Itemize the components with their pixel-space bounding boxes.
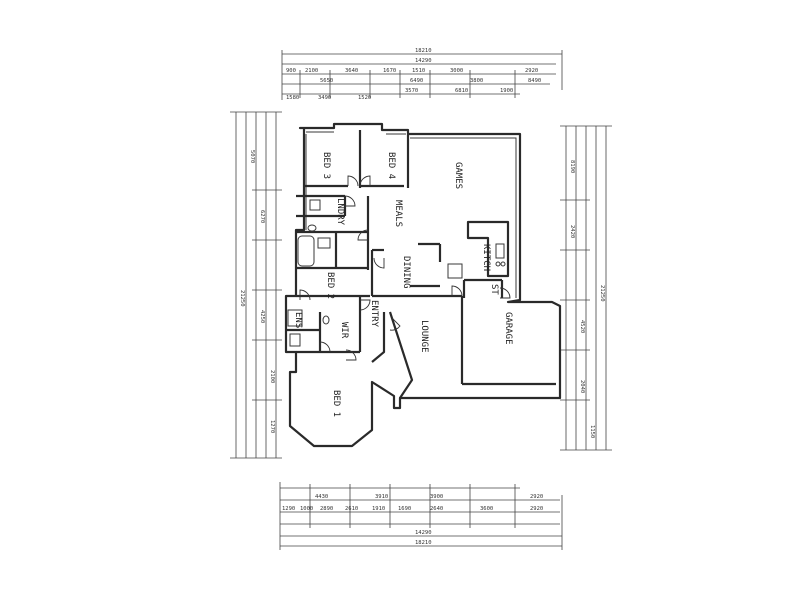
dim-top3-c: 1520 xyxy=(358,95,371,101)
dim-bot2-e: 1910 xyxy=(372,506,385,512)
room-label-ens: ENS xyxy=(293,312,303,328)
door-lndry xyxy=(299,289,311,301)
door-bed3 xyxy=(347,175,359,187)
room-label-games: GAMES xyxy=(453,162,463,189)
door-bed2 xyxy=(359,299,371,311)
dim-bot-b: 3910 xyxy=(375,494,388,500)
dim-top-b: 2100 xyxy=(305,68,318,74)
door-entry xyxy=(389,317,401,331)
top-dimension-lines: 18210 14290 900 2100 3640 1670 1510 3000… xyxy=(281,48,563,101)
dim-bot-second: 14290 xyxy=(415,530,432,536)
dim-bot2-b: 1000 xyxy=(300,506,313,512)
vanity xyxy=(289,333,301,347)
room-label-kitch: KITCH xyxy=(481,244,491,271)
toilet xyxy=(307,224,317,232)
room-label-wir: WIR xyxy=(339,322,349,339)
door-st xyxy=(499,287,511,299)
door-bed4 xyxy=(359,175,371,187)
dim-top-d: 1670 xyxy=(383,68,396,74)
room-label-bed1: BED 1 xyxy=(331,390,341,417)
fridge xyxy=(447,263,463,279)
door-ens xyxy=(319,341,331,353)
dim-right-overall: 21250 xyxy=(599,285,605,302)
dim-right-c: 4520 xyxy=(579,320,585,333)
dim-bot-a: 4430 xyxy=(315,494,328,500)
right-dimension-lines: 21250 8190 2420 4520 2040 1150 xyxy=(560,125,612,451)
room-labels: BED 3 BED 4 GAMES MEALS KITCH DINING BED… xyxy=(293,152,513,417)
left-dimension-lines: 21250 5070 6270 4250 2100 1270 xyxy=(230,111,282,459)
room-label-entry: ENTRY xyxy=(369,300,379,328)
dim-top3-f: 1900 xyxy=(500,88,513,94)
laundry-tub xyxy=(309,199,321,211)
dim-top3-a: 1580 xyxy=(286,95,299,101)
exterior-walls xyxy=(284,122,562,448)
door-bath xyxy=(357,229,369,241)
dim-top2-c: 3800 xyxy=(470,78,483,84)
door-bed1 xyxy=(345,349,357,361)
room-label-st: ST xyxy=(489,284,499,295)
dim-left-c: 4250 xyxy=(259,310,265,323)
dim-top2-a: 5650 xyxy=(320,78,333,84)
dim-top2-d: 8490 xyxy=(528,78,541,84)
fixtures xyxy=(287,199,506,347)
door-swings xyxy=(299,175,511,361)
bottom-dimension-lines: 4430 3910 3900 2920 1290 1000 2890 2610 … xyxy=(279,482,563,550)
dim-top3-d: 3570 xyxy=(405,88,418,94)
room-label-bed3: BED 3 xyxy=(321,152,331,179)
room-label-lndry: LNDRY xyxy=(335,198,345,226)
toilet xyxy=(322,315,330,325)
door-garage xyxy=(451,285,463,297)
room-label-bed2: BED 2 xyxy=(325,272,335,299)
internal-walls xyxy=(286,130,556,399)
dim-top2-b: 6490 xyxy=(410,78,423,84)
dim-right-e: 1150 xyxy=(589,425,595,438)
dim-bot-overall: 18210 xyxy=(415,540,432,546)
dim-bot2-i: 2920 xyxy=(530,506,543,512)
dim-bot2-g: 2640 xyxy=(430,506,443,512)
dim-top-overall: 18210 xyxy=(415,48,432,54)
dim-bot2-d: 2610 xyxy=(345,506,358,512)
dim-top-second: 14290 xyxy=(415,58,432,64)
stove-burner xyxy=(500,261,506,267)
room-label-bed4: BED 4 xyxy=(386,152,396,179)
dim-top-e: 1510 xyxy=(412,68,425,74)
stove-burner xyxy=(495,261,501,267)
door-dining xyxy=(373,257,385,269)
dim-bot2-f: 1690 xyxy=(398,506,411,512)
dim-left-overall: 21250 xyxy=(239,290,245,307)
dim-top3-e: 6810 xyxy=(455,88,468,94)
dim-bot2-h: 3600 xyxy=(480,506,493,512)
room-label-lounge: LOUNGE xyxy=(419,320,429,353)
dim-bot2-a: 1290 xyxy=(282,506,295,512)
dim-left-b: 6270 xyxy=(259,210,265,223)
room-label-meals: MEALS xyxy=(393,200,403,227)
dim-left-e: 1270 xyxy=(269,420,275,433)
dim-top3-b: 3490 xyxy=(318,95,331,101)
dim-left-d: 2100 xyxy=(269,370,275,383)
bathtub xyxy=(297,235,315,267)
dim-top-f: 3000 xyxy=(450,68,463,74)
dim-top-a: 900 xyxy=(286,68,296,74)
dim-right-a: 8190 xyxy=(569,160,575,173)
dim-bot-c: 3900 xyxy=(430,494,443,500)
dim-right-d: 2040 xyxy=(579,380,585,393)
dim-left-a: 5070 xyxy=(249,150,255,163)
dim-bot2-c: 2890 xyxy=(320,506,333,512)
kitchen-sink xyxy=(495,243,505,259)
dim-bot-d: 2920 xyxy=(530,494,543,500)
dim-top-c: 3640 xyxy=(345,68,358,74)
shower xyxy=(287,309,303,327)
dim-right-b: 2420 xyxy=(569,225,575,238)
dim-top-g: 2920 xyxy=(525,68,538,74)
room-label-dining: DINING xyxy=(401,256,411,289)
room-label-garage: GARAGE xyxy=(503,312,513,345)
vanity xyxy=(317,237,331,249)
door-wc xyxy=(344,195,356,207)
